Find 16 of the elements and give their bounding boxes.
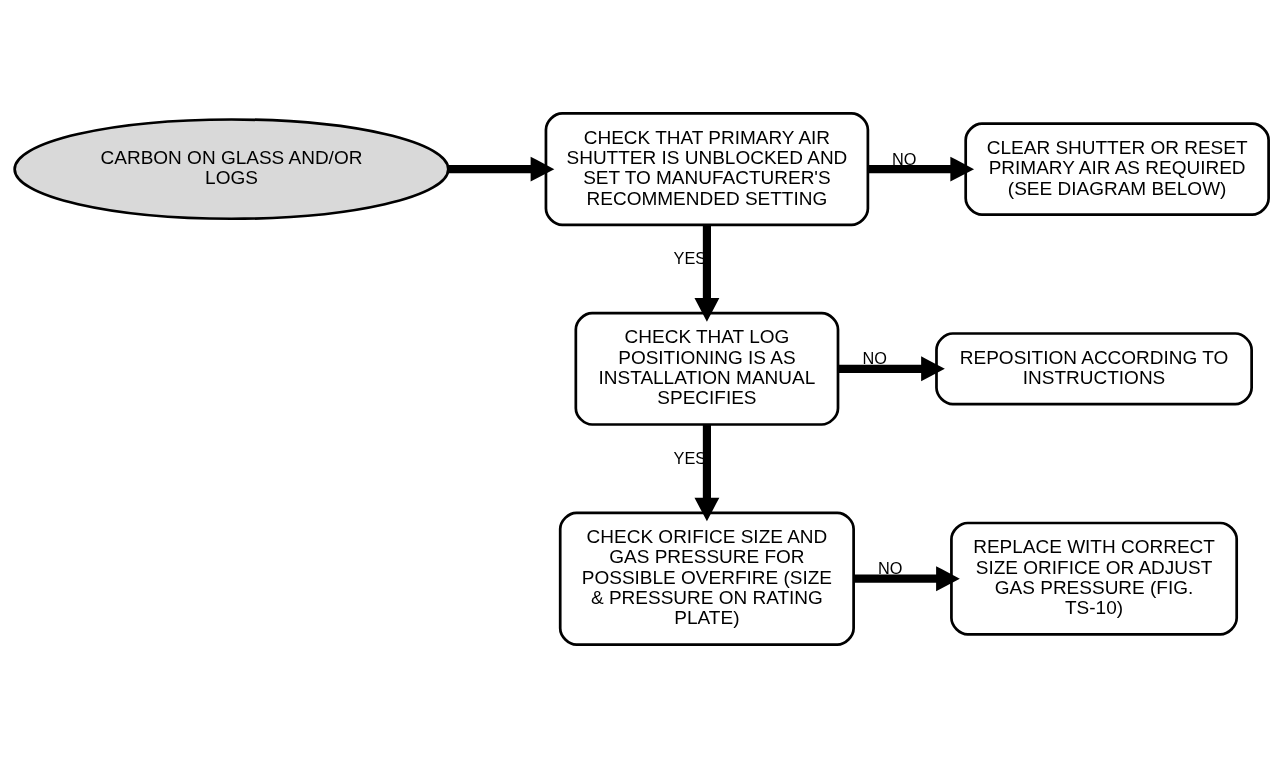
node-box: REPLACE WITH CORRECT SIZE ORIFICE OR ADJUST GAS PRESSURE (FIG. TS-10) <box>950 521 1239 636</box>
node-box: CHECK ORIFICE SIZE AND GAS PRESSURE FOR POSSIBLE OVERFIRE (SIZE & PRESSURE ON RATING PLATE) <box>558 510 855 646</box>
arrow <box>448 156 555 182</box>
node-ellipse: CARBON ON GLASS AND/OR LOGS <box>13 117 450 220</box>
arrow <box>838 355 945 381</box>
arrow <box>694 224 720 322</box>
edge-label: NO <box>892 149 917 168</box>
edge-label: NO <box>862 348 887 367</box>
node-box: CHECK THAT PRIMARY AIR SHUTTER IS UNBLOCKED AND SET TO MANUFACTURER'S RECOMMENDED SETTING <box>544 111 870 226</box>
arrow <box>853 565 960 591</box>
node-box: CHECK THAT LOG POSITIONING IS AS INSTALLATION MANUAL SPECIFIES <box>574 311 840 426</box>
edge-label: NO <box>877 558 903 577</box>
arrow <box>867 156 975 182</box>
node-box: CLEAR SHUTTER OR RESET PRIMARY AIR AS REQUIRED (SEE DIAGRAM BELOW) <box>964 121 1270 216</box>
node-box: REPOSITION ACCORDING TO INSTRUCTIONS <box>935 331 1253 405</box>
arrow <box>694 424 720 521</box>
